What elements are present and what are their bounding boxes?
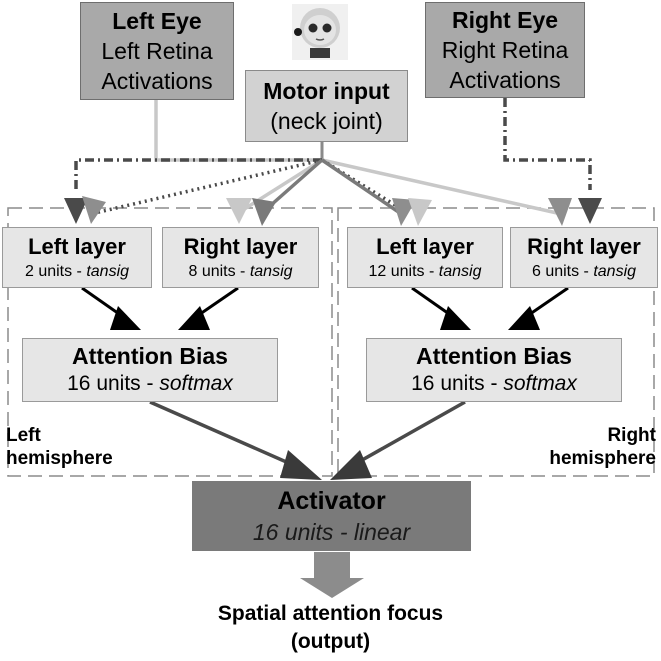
right-hemisphere-right-layer: Right layer 6 units - tansig	[510, 227, 658, 288]
arrowhead-l4	[252, 198, 276, 226]
right-eye-title: Right Eye	[451, 7, 559, 33]
layer-title: Left layer	[28, 233, 126, 259]
activator-title: Activator	[277, 487, 386, 515]
motor-input-title: Motor input	[263, 78, 390, 104]
output-line2: (output)	[290, 630, 371, 653]
motor-input-subtitle: (neck joint)	[270, 108, 383, 134]
arrowhead-l1	[64, 198, 88, 224]
left-hemisphere-border	[7, 207, 333, 477]
left-hemisphere-label: Left hemisphere	[6, 425, 113, 469]
right-eye-box: Right Eye Right Retina Activations	[425, 2, 585, 98]
output-arrow	[300, 552, 364, 598]
layer-title: Left layer	[376, 233, 474, 259]
arrowhead-l2	[82, 196, 106, 224]
right-eye-line1: Right Retina	[441, 37, 569, 63]
right-hemisphere-left-layer: Left layer 12 units - tansig	[347, 227, 503, 288]
robot-head-icon	[292, 4, 348, 60]
output-label: Spatial attention focus (output)	[140, 600, 521, 656]
layer-units: 12 units - tansig	[368, 262, 482, 280]
arrowhead-r3	[548, 198, 572, 226]
attention-title: Attention Bias	[72, 343, 228, 369]
left-hemisphere-right-layer: Right layer 8 units - tansig	[162, 227, 319, 288]
layer-title: Right layer	[527, 233, 641, 259]
layer-to-attention-heads	[110, 306, 540, 330]
attention-to-activator	[149, 400, 466, 470]
layer-units: 2 units - tansig	[24, 262, 130, 280]
hemisphere-borders	[7, 207, 655, 477]
output-line1: Spatial attention focus	[217, 602, 444, 625]
left-eye-line1: Left Retina	[101, 38, 213, 64]
left-eye-box: Left Eye Left Retina Activations	[80, 2, 234, 100]
arrowhead-r2	[408, 198, 432, 226]
attention-to-activator-heads	[280, 450, 372, 480]
right-hemisphere-border	[337, 207, 655, 477]
layer-to-attention	[81, 286, 569, 325]
left-eye-title: Left Eye	[112, 8, 202, 34]
activator-subtitle: 16 units - linear	[252, 519, 411, 545]
attention-units: 16 units - softmax	[67, 372, 233, 395]
activator-box: Activator 16 units - linear	[192, 481, 471, 551]
arrowhead-l3	[226, 198, 252, 224]
right-eye-line2: Activations	[449, 67, 561, 93]
layer-units: 6 units - tansig	[531, 262, 637, 280]
attention-units: 16 units - softmax	[411, 372, 577, 395]
left-hemisphere-left-layer: Left layer 2 units - tansig	[2, 227, 152, 288]
left-attention-bias-box: Attention Bias 16 units - softmax	[22, 338, 278, 402]
motor-input-box: Motor input (neck joint)	[245, 70, 408, 142]
right-eye-wires	[74, 98, 592, 215]
robot-avatar	[288, 2, 352, 62]
layer-title: Right layer	[183, 233, 298, 259]
layer-units: 8 units - tansig	[188, 262, 293, 280]
attention-title: Attention Bias	[416, 343, 572, 369]
right-attention-bias-box: Attention Bias 16 units - softmax	[366, 338, 622, 402]
arrowhead-r4	[578, 198, 602, 224]
arrowhead-r1	[392, 198, 416, 226]
right-hemisphere-label: Right hemisphere	[549, 425, 656, 469]
left-eye-line2: Activations	[101, 68, 213, 94]
input-arrowheads	[64, 196, 602, 226]
